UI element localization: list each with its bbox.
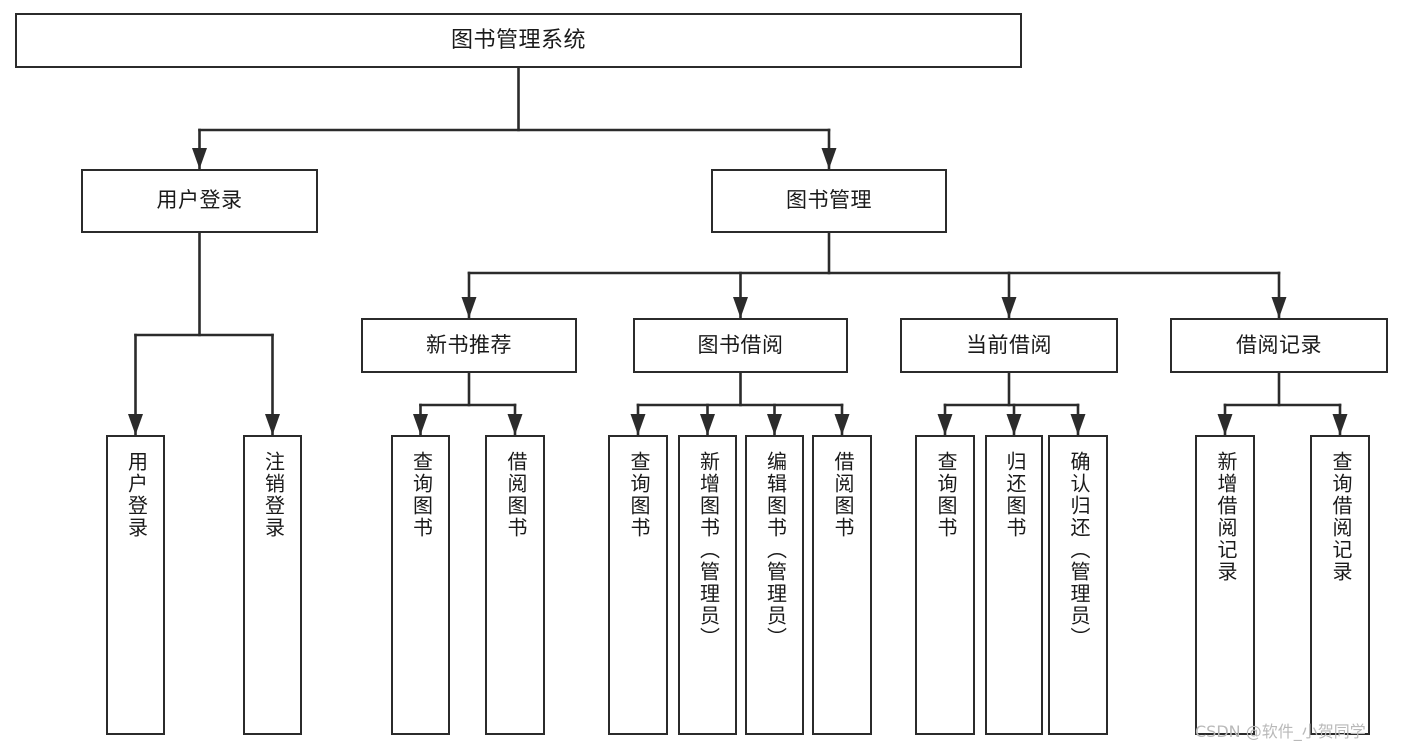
arrowhead — [821, 148, 837, 169]
node-label: 查询图书 — [934, 451, 956, 539]
node-f7[interactable]: 编辑图书（管理员） — [745, 435, 804, 735]
node-l2a[interactable]: 新书推荐 — [361, 318, 577, 373]
node-l1a[interactable]: 用户登录 — [81, 169, 318, 233]
node-root[interactable]: 图书管理系统 — [15, 13, 1022, 68]
node-label: 新书推荐 — [426, 333, 512, 357]
node-f9[interactable]: 查询图书 — [915, 435, 975, 735]
node-f12[interactable]: 新增借阅记录 — [1195, 435, 1255, 735]
arrowhead — [1006, 414, 1022, 435]
arrowhead — [834, 414, 850, 435]
node-label: 借阅记录 — [1236, 333, 1322, 357]
node-label: 注销登录 — [261, 451, 284, 539]
node-f8[interactable]: 借阅图书 — [812, 435, 872, 735]
node-f4[interactable]: 借阅图书 — [485, 435, 545, 735]
node-l1b[interactable]: 图书管理 — [711, 169, 947, 233]
node-label: 用户登录 — [124, 451, 147, 539]
node-label: 用户登录 — [156, 189, 243, 213]
node-label: 确认归还（管理员） — [1067, 451, 1089, 649]
node-label: 图书借阅 — [697, 333, 784, 357]
node-l2c[interactable]: 当前借阅 — [900, 318, 1118, 373]
arrowhead — [1332, 414, 1348, 435]
node-f10[interactable]: 归还图书 — [985, 435, 1043, 735]
node-f2[interactable]: 注销登录 — [243, 435, 302, 735]
node-label: 新增借阅记录 — [1214, 451, 1236, 583]
node-label: 图书管理系统 — [450, 27, 586, 53]
node-f5[interactable]: 查询图书 — [608, 435, 668, 735]
arrowhead — [413, 414, 428, 435]
node-label: 当前借阅 — [966, 333, 1052, 357]
arrowhead — [700, 414, 715, 435]
arrowhead — [733, 297, 748, 318]
csdn-watermark: CSDN @软件_小贺同学 — [1195, 722, 1366, 741]
node-l2b[interactable]: 图书借阅 — [633, 318, 848, 373]
node-label: 查询图书 — [627, 451, 649, 539]
arrowhead — [1070, 414, 1086, 435]
arrowhead — [128, 414, 143, 435]
node-label: 借阅图书 — [831, 451, 853, 539]
arrowhead — [1271, 297, 1287, 318]
arrowhead — [630, 414, 646, 435]
node-label: 编辑图书（管理员） — [763, 451, 786, 649]
node-label: 借阅图书 — [504, 451, 526, 539]
node-label: 归还图书 — [1003, 451, 1025, 539]
node-f13[interactable]: 查询借阅记录 — [1310, 435, 1370, 735]
arrowhead — [937, 414, 953, 435]
node-f6[interactable]: 新增图书（管理员） — [678, 435, 737, 735]
node-label: 图书管理 — [786, 189, 872, 213]
arrowhead — [767, 414, 782, 435]
arrowhead — [507, 414, 523, 435]
node-l2d[interactable]: 借阅记录 — [1170, 318, 1388, 373]
arrowhead — [461, 297, 477, 318]
arrowhead — [1001, 297, 1017, 318]
node-label: 查询图书 — [409, 451, 432, 539]
arrowhead — [192, 148, 207, 169]
arrowhead — [1217, 414, 1233, 435]
node-label: 查询借阅记录 — [1329, 451, 1351, 583]
node-f3[interactable]: 查询图书 — [391, 435, 450, 735]
node-label: 新增图书（管理员） — [696, 451, 719, 649]
arrowhead — [265, 414, 280, 435]
node-f11[interactable]: 确认归还（管理员） — [1048, 435, 1108, 735]
node-f1[interactable]: 用户登录 — [106, 435, 165, 735]
